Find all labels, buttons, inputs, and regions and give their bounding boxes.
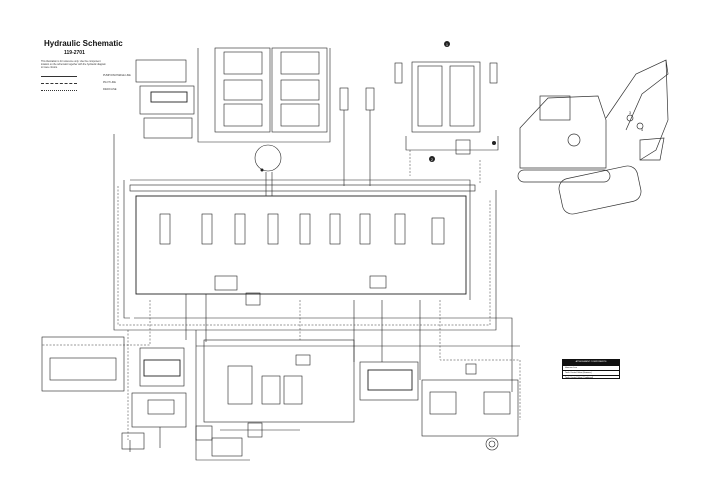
legend-dotted-line — [41, 90, 77, 91]
table-header: ATTACHMENT COMPONENTS — [563, 360, 619, 365]
table-row: Hammer Line — [563, 365, 619, 370]
reference-note: This illustration is for reference only.… — [41, 60, 106, 69]
legend-label: DRAIN LINE — [103, 88, 117, 91]
legend-item: PILOT LINE — [41, 81, 137, 86]
table-row: Tools Control Valve (Hammer) — [563, 370, 619, 375]
legend-label: PUMP DISCHARGE LINE — [103, 74, 131, 77]
part-number: 119-2701 — [64, 50, 85, 56]
legend-label: PILOT LINE — [103, 81, 116, 84]
table-row: Tools Control Valve (Combined) — [563, 375, 619, 380]
legend-solid-line — [41, 76, 77, 77]
attachment-table: ATTACHMENT COMPONENTS Hammer Line Tools … — [562, 359, 620, 379]
page-title: Hydraulic Schematic — [44, 39, 123, 48]
legend-item: PUMP DISCHARGE LINE — [41, 74, 137, 79]
legend-dashed-line — [41, 83, 77, 84]
legend-item: DRAIN LINE — [41, 88, 137, 93]
